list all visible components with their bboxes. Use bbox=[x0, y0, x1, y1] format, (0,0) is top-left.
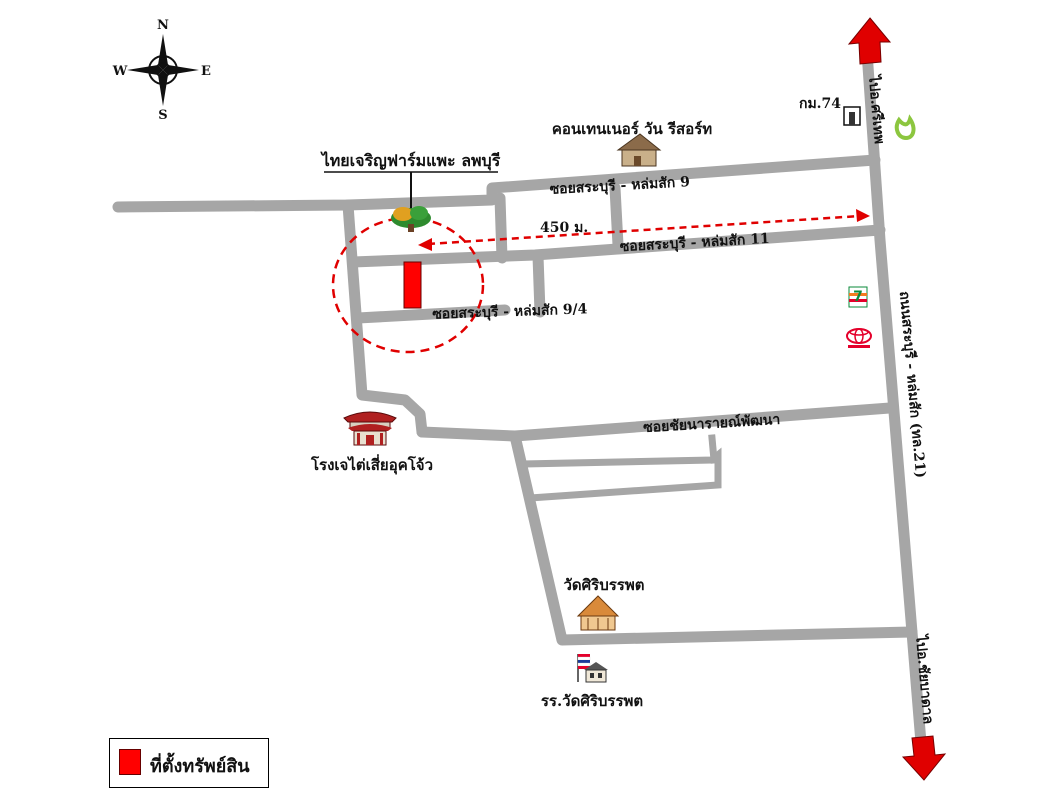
road-side-lane-1 bbox=[518, 447, 722, 502]
road-side-lane-1b bbox=[708, 434, 718, 464]
road-connector-a bbox=[494, 192, 508, 264]
road-soi-9-label: ซอยสระบุรี - หล่มสัก 9 bbox=[549, 174, 690, 198]
road-arrow-icon bbox=[847, 17, 947, 781]
distance-arrow-line bbox=[427, 214, 861, 246]
road-west-lane bbox=[342, 199, 428, 438]
tree-icon bbox=[391, 206, 431, 232]
shrine-label: โรงเจไต่เสี่ยอุคโจ้ว bbox=[310, 454, 433, 475]
temple-label: วัดศิริบรรพต bbox=[563, 576, 644, 594]
km-post-icon bbox=[843, 106, 861, 126]
seven-eleven-logo-icon: 7 bbox=[848, 286, 868, 308]
north-arrow bbox=[847, 17, 892, 65]
property-marker bbox=[403, 261, 422, 309]
distance-arrow-head-left bbox=[418, 238, 432, 251]
km-marker-label: กม.74 bbox=[799, 96, 841, 112]
distance-arrow-head-right bbox=[856, 209, 870, 222]
road-connector-b bbox=[609, 182, 624, 251]
road-highway bbox=[861, 46, 928, 761]
compass-rose-icon bbox=[127, 34, 199, 106]
distance-label: 450 ม. bbox=[540, 220, 588, 236]
chinese-shrine-icon bbox=[343, 411, 397, 446]
compass-east-label: E bbox=[201, 64, 211, 79]
road-soi-chainarai-label: ซอยชัยนารายณ์พัฒนา bbox=[643, 411, 781, 436]
road-soi-9-4 bbox=[352, 304, 511, 324]
road-soi-11-label: ซอยสระบุรี - หล่มสัก 11 bbox=[619, 231, 770, 255]
toyota-logo-icon bbox=[846, 328, 872, 348]
road-south-branch bbox=[509, 430, 918, 646]
road-network bbox=[112, 46, 928, 761]
school-label: รร.วัดศิริบรรพต bbox=[541, 692, 643, 710]
compass-north-label: N bbox=[157, 18, 169, 33]
school-icon bbox=[577, 654, 608, 683]
ptt-logo-icon bbox=[894, 114, 916, 141]
compass-south-label: S bbox=[158, 108, 167, 123]
road-soi-9-4-label: ซอยสระบุรี - หล่มสัก 9/4 bbox=[432, 301, 588, 322]
svg-text:7: 7 bbox=[853, 289, 863, 305]
distance-indicator bbox=[418, 209, 870, 251]
legend-property-label: ที่ตั้งทรัพย์สิน bbox=[150, 756, 250, 777]
legend-property-swatch bbox=[119, 749, 141, 775]
compass-west-label: W bbox=[112, 64, 128, 79]
resort-label: คอนเทนเนอร์ วัน รีสอร์ท bbox=[552, 120, 712, 138]
south-arrow bbox=[901, 735, 947, 781]
legend: ที่ตั้งทรัพย์สิน bbox=[109, 738, 269, 788]
house-icon bbox=[616, 133, 662, 167]
road-connector-c bbox=[532, 250, 546, 318]
farm-label: ไทยเจริญฟาร์มแพะ ลพบุรี bbox=[320, 151, 501, 171]
road-soi-9 bbox=[112, 154, 881, 213]
temple-icon bbox=[576, 595, 620, 631]
